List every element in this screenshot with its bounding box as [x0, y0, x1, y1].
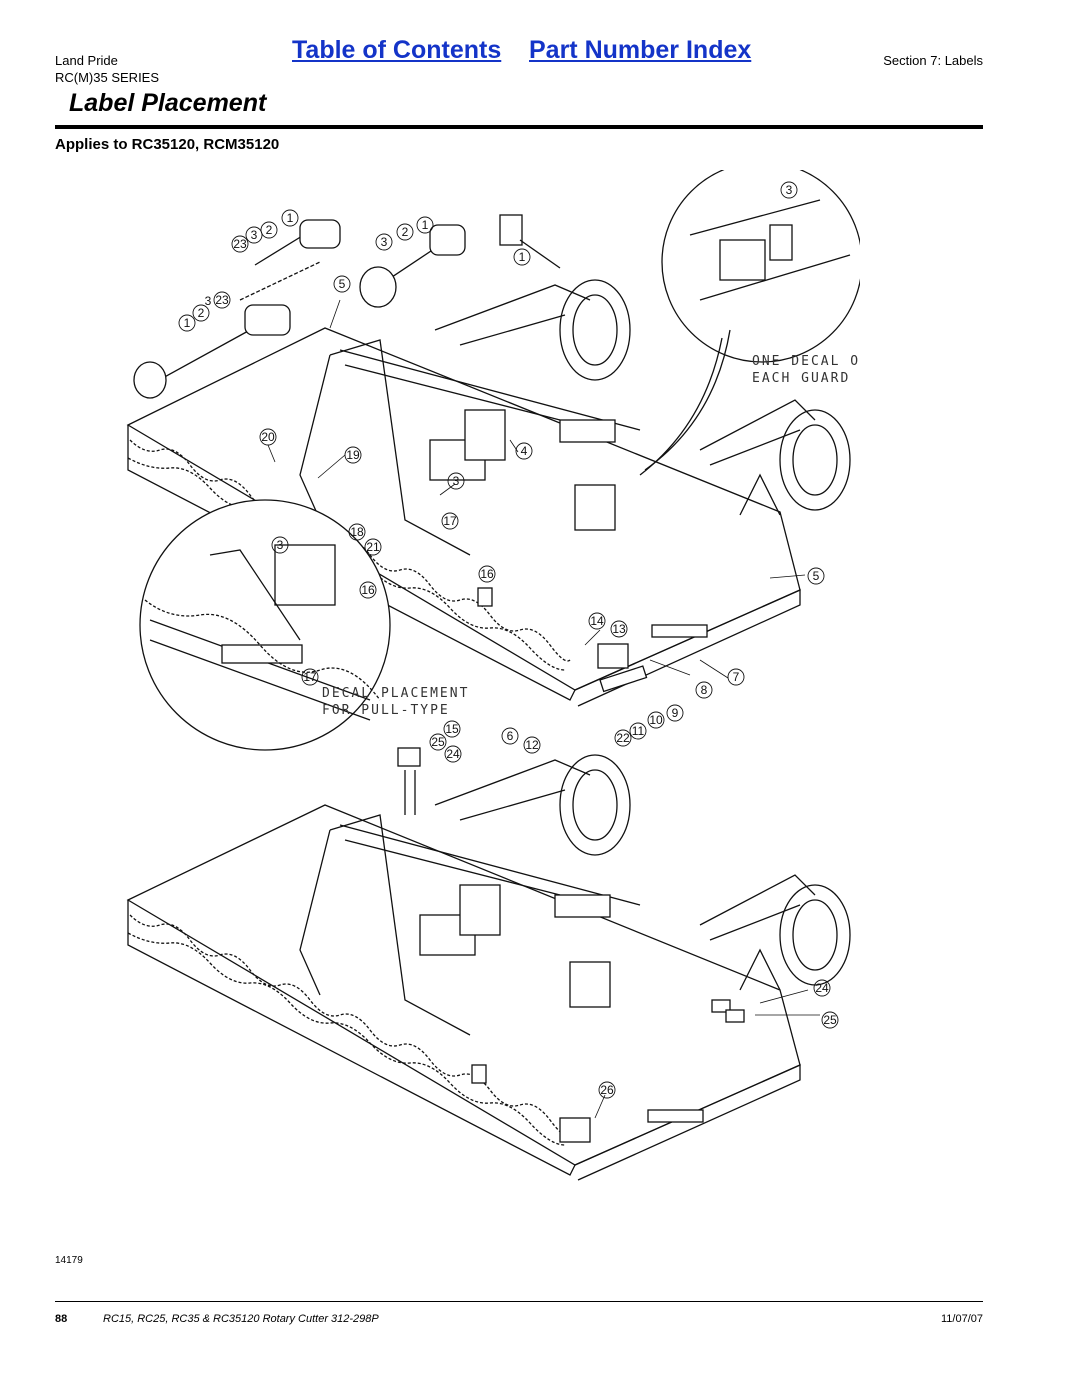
- callout-24: 24: [446, 747, 460, 761]
- callout-3: 3: [381, 235, 388, 249]
- guard-detail-inset: [639, 170, 860, 476]
- driveline-parts: [133, 214, 561, 399]
- document-title: RC15, RC25, RC35 & RC35120 Rotary Cutter…: [103, 1313, 379, 1325]
- pull-type-note-line-1: DECAL PLACEMENT: [322, 686, 469, 701]
- callout-4: 4: [521, 444, 528, 458]
- brand-name: Land Pride: [55, 53, 118, 68]
- callout-5: 5: [813, 569, 820, 583]
- callout-1: 1: [287, 211, 294, 225]
- callout-15: 15: [445, 722, 459, 736]
- figure-number: 14179: [55, 1255, 83, 1266]
- callout-1: 1: [422, 218, 429, 232]
- callout-5: 5: [339, 277, 346, 291]
- section-label: Section 7: Labels: [883, 53, 983, 68]
- callout-10: 10: [649, 713, 663, 727]
- callout-18: 18: [350, 525, 364, 539]
- page-number: 88: [55, 1313, 68, 1325]
- callout-14: 14: [590, 614, 604, 628]
- callout-21: 21: [366, 540, 380, 554]
- callout-3: 3: [277, 538, 284, 552]
- callout-11: 11: [632, 724, 645, 738]
- upper-cutter-deck: [126, 279, 851, 707]
- callout-2: 2: [266, 223, 273, 237]
- callout-3: 3: [786, 183, 793, 197]
- pull-type-note-line-2: FOR PULL-TYPE: [322, 703, 450, 718]
- callout-24: 24: [815, 981, 829, 995]
- footer-rule: [55, 1301, 983, 1302]
- lower-cutter-deck: [126, 747, 851, 1181]
- callout-8: 8: [701, 683, 708, 697]
- pull-type-detail-inset: [139, 499, 391, 751]
- callout-circles: [178, 181, 839, 1099]
- label-placement-diagram: 1 2 3 23 1 2 3 1 2 3 23 1 5 3 20 19 4 3 …: [126, 170, 860, 1181]
- leader-lines: [267, 299, 820, 1119]
- callout-6: 6: [507, 729, 514, 743]
- callout-2: 2: [198, 306, 205, 320]
- callout-17: 17: [303, 670, 317, 684]
- figure-notes: ONE DECAL ON EACH GUARD DECAL PLACEMENT …: [322, 354, 860, 718]
- callout-1: 1: [519, 250, 526, 264]
- guard-note-line-1: ONE DECAL ON: [752, 354, 860, 369]
- callout-12: 12: [525, 738, 539, 752]
- series-name: RC(M)35 SERIES: [55, 70, 160, 85]
- callout-20: 20: [261, 430, 275, 444]
- guard-note-line-2: EACH GUARD: [752, 371, 850, 386]
- table-of-contents-link[interactable]: Table of Contents: [292, 36, 502, 64]
- callout-25: 25: [431, 735, 445, 749]
- callout-17: 17: [443, 514, 457, 528]
- callout-13: 13: [612, 622, 626, 636]
- callout-16: 16: [480, 567, 494, 581]
- revision-date: 11/07/07: [940, 1313, 983, 1325]
- callout-3: 3: [453, 474, 460, 488]
- callout-2: 2: [402, 225, 409, 239]
- callout-numbers: 1 2 3 23 1 2 3 1 2 3 23 1 5 3 20 19 4 3 …: [184, 183, 837, 1097]
- callout-16: 16: [361, 583, 375, 597]
- callout-3: 3: [205, 294, 212, 308]
- callout-25: 25: [823, 1013, 837, 1027]
- callout-1: 1: [184, 316, 191, 330]
- header-rule: [55, 125, 983, 129]
- callout-22: 22: [616, 731, 630, 745]
- callout-19: 19: [346, 448, 360, 462]
- callout-23: 23: [233, 237, 247, 251]
- callout-9: 9: [672, 706, 679, 720]
- callout-3: 3: [251, 228, 258, 242]
- callout-7: 7: [733, 670, 740, 684]
- callout-23: 23: [215, 293, 229, 307]
- page-title: Label Placement: [69, 89, 267, 117]
- callout-26: 26: [600, 1083, 614, 1097]
- part-number-index-link[interactable]: Part Number Index: [529, 36, 752, 64]
- applies-to-heading: Applies to RC35120, RCM35120: [55, 136, 280, 153]
